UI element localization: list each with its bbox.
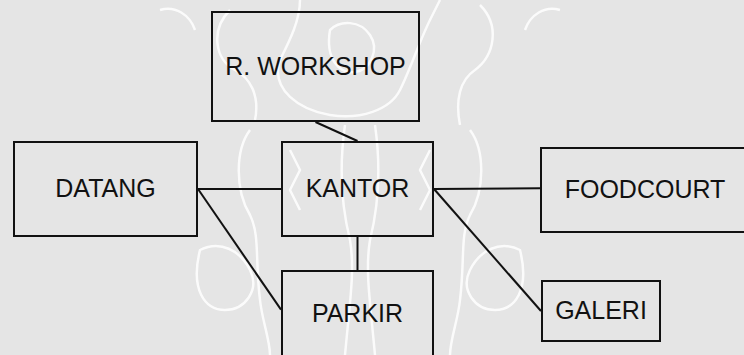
connector-line <box>434 187 540 190</box>
box-label: PARKIR <box>310 300 405 328</box>
connector-line <box>198 189 281 310</box>
foodcourt-box: FOODCOURT <box>540 147 744 233</box>
workshop-box: R. WORKSHOP <box>211 11 420 122</box>
connector-line <box>198 188 281 190</box>
box-label: DATANG <box>53 175 157 203</box>
office-box: KANTOR <box>281 141 434 237</box>
connector-line <box>357 237 359 270</box>
entrance-box: DATANG <box>13 141 198 237</box>
box-label: KANTOR <box>304 175 412 203</box>
box-label: R. WORKSHOP <box>223 53 408 81</box>
box-label: GALERI <box>553 297 649 325</box>
box-label: FOODCOURT <box>563 176 728 204</box>
parking-box: PARKIR <box>281 270 434 355</box>
statue-outline <box>160 0 560 355</box>
connector-line <box>434 189 541 311</box>
connector-line <box>316 122 358 141</box>
gallery-box: GALERI <box>541 280 661 342</box>
